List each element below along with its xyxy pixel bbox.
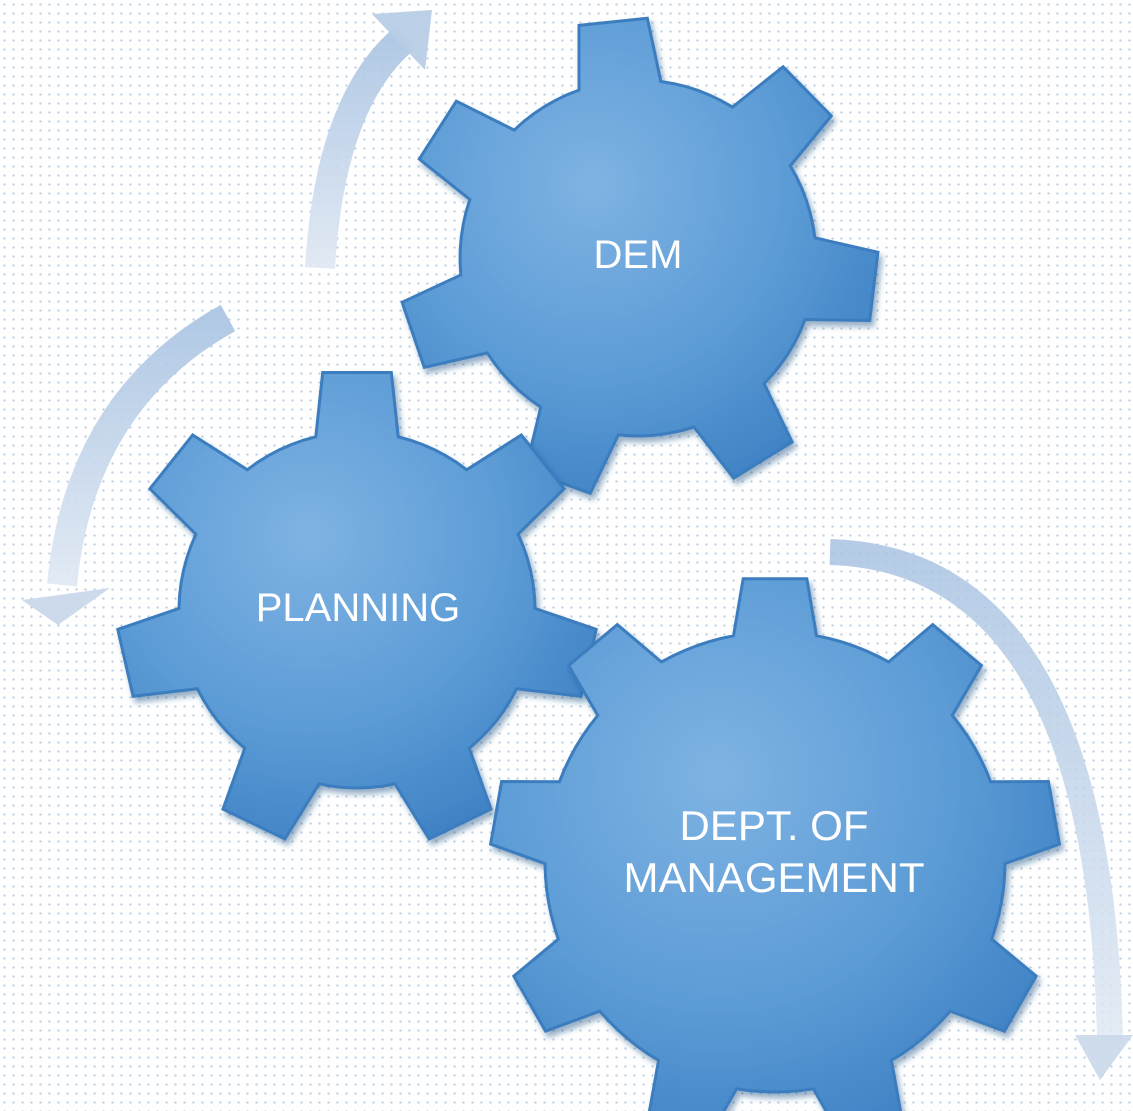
gear-management-label-line-2: MANAGEMENT xyxy=(623,854,924,901)
gear-dem-label: DEM xyxy=(594,233,683,277)
arrow-dem-to-planning xyxy=(22,304,236,625)
gear-dem: DEM xyxy=(400,16,880,496)
gear-planning-body xyxy=(116,371,598,841)
arrow-planning-to-dem xyxy=(305,10,432,269)
gear-planning-label: PLANNING xyxy=(256,586,461,630)
gear-management-label-line-1: DEPT. OF xyxy=(679,802,868,849)
gear-planning: PLANNING xyxy=(116,371,598,841)
cycle-arrows xyxy=(22,10,1133,1080)
arrow-to-management xyxy=(829,539,1133,1080)
gear-management: DEPT. OF MANAGEMENT xyxy=(488,577,1062,1111)
gear-management-body xyxy=(488,577,1062,1111)
gear-dem-body xyxy=(400,16,880,496)
